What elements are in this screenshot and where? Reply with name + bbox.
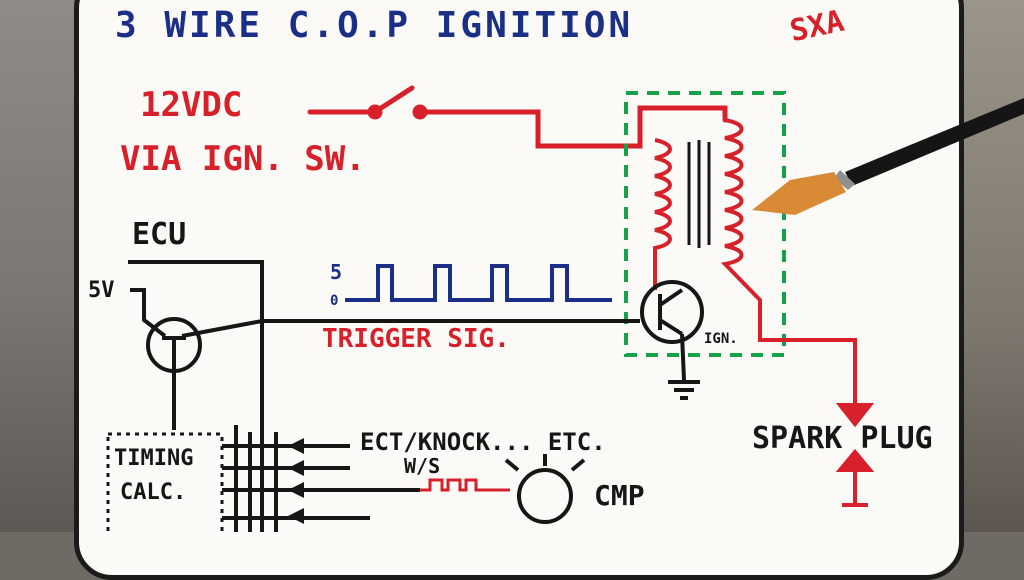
- igniter-label: IGN.: [704, 331, 738, 347]
- timing-calc-label-line2: CALC.: [120, 480, 187, 505]
- supply-label-line1: 12VDC: [140, 85, 243, 125]
- sensor-input-ws: W/S: [404, 454, 441, 478]
- ignition-switch: [307, 85, 728, 149]
- trigger-waveform: [345, 264, 612, 302]
- primary-winding: [653, 138, 672, 290]
- cmp-sensor-symbol: [504, 454, 586, 524]
- ecu-5v-label: 5V: [88, 278, 115, 303]
- ecu-label: ECU: [132, 217, 187, 252]
- igniter-transistor: [640, 280, 704, 381]
- trigger-low-label: 0: [330, 293, 339, 309]
- paintbrush-pointer: [752, 98, 1024, 215]
- ignition-circuit-diagram: [106, 85, 1024, 532]
- spark-plug-symbol: [835, 403, 875, 507]
- input-arrows: [288, 438, 304, 524]
- cmp-signal-waveform: [420, 478, 510, 492]
- igniter-ground: [668, 380, 700, 400]
- ecu-transistor: [146, 317, 202, 373]
- sensor-input-ect-knock: ECT/KNOCK... ETC.: [360, 428, 606, 456]
- diagram-title: 3 WIRE C.O.P IGNITION: [115, 5, 634, 46]
- spark-plug-label: SPARK PLUG: [752, 421, 933, 456]
- supply-label-line2: VIA IGN. SW.: [120, 139, 366, 179]
- coil-core: [687, 140, 711, 248]
- trigger-signal-label: TRIGGER SIG.: [322, 324, 510, 354]
- trigger-high-label: 5: [330, 260, 343, 284]
- timing-calc-box: [106, 432, 224, 532]
- timing-calc-label-line1: TIMING: [114, 446, 194, 471]
- ecu-wiring: [128, 260, 640, 532]
- cmp-label: CMP: [594, 479, 645, 512]
- secondary-winding: [720, 118, 857, 405]
